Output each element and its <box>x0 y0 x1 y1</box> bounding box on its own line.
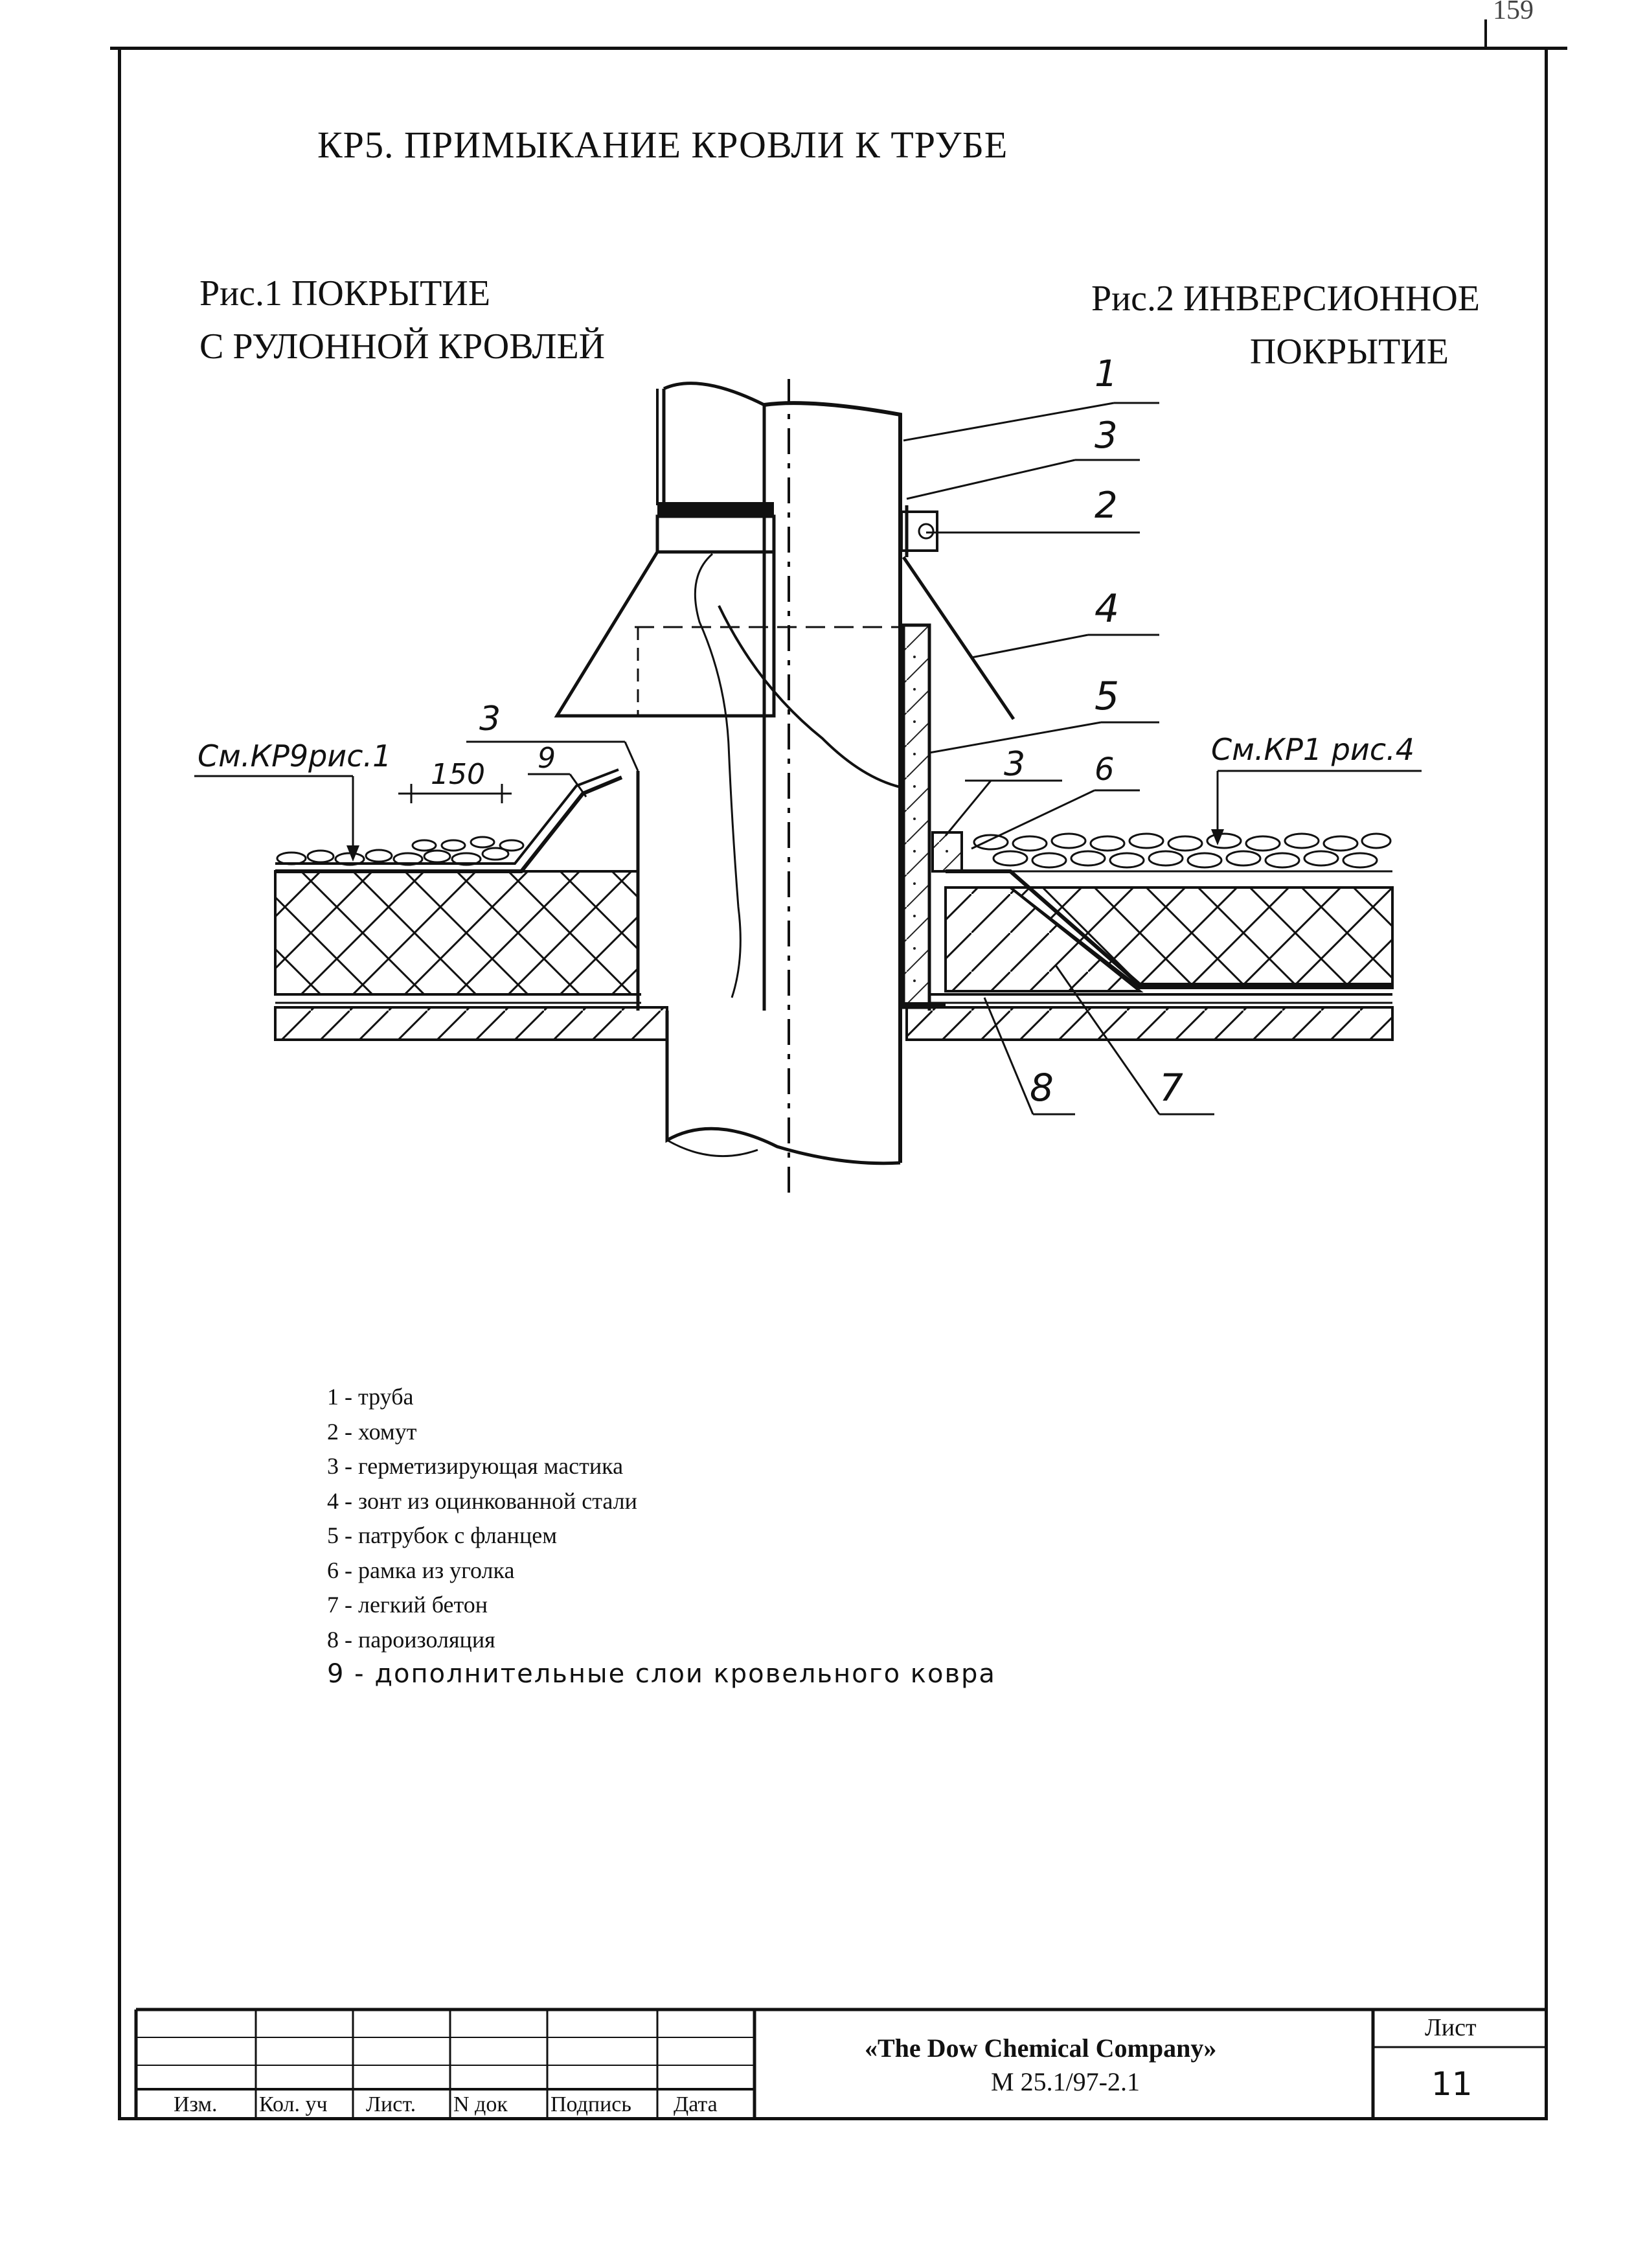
callout-9: 9 <box>538 742 556 775</box>
callout-leaders <box>194 402 1422 1116</box>
col-header-podpis: Подпись <box>550 2092 631 2116</box>
pipe-assembly <box>554 379 1016 1198</box>
page-corner-number: 159 <box>1493 0 1534 21</box>
callout-3-top: 3 <box>1095 415 1118 457</box>
col-header-izm: Изм. <box>174 2092 218 2116</box>
legend-item-5: 5 - патрубок с фланцем <box>327 1522 557 1548</box>
frame-left-border <box>118 47 121 2120</box>
sheet-number: 11 <box>1431 2065 1473 2103</box>
col-header-n-dok: N док <box>453 2092 508 2116</box>
callout-3-right: 3 <box>1004 745 1026 784</box>
reference-left: См.КР9рис.1 <box>198 739 392 773</box>
left-roof-section <box>274 768 668 1041</box>
figure1-title: Рис.1 ПОКРЫТИЕ С РУЛОННОЙ КРОВЛЕЙ <box>199 267 605 373</box>
legend-item-9: 9 - дополнительные слои кровельного ковр… <box>327 1659 996 1689</box>
callout-3-left: 3 <box>479 700 501 739</box>
company-name: «The Dow Chemical Company» <box>865 2033 1217 2063</box>
col-header-list: Лист. <box>366 2092 416 2116</box>
figure1-title-line1: Рис.1 ПОКРЫТИЕ <box>199 273 491 314</box>
legend-item-7: 7 - легкий бетон <box>327 1592 488 1618</box>
col-header-kol-uch: Кол. уч <box>259 2092 328 2116</box>
legend-item-4: 4 - зонт из оцинкованной стали <box>327 1487 637 1514</box>
document-code: М 25.1/97-2.1 <box>991 2067 1140 2096</box>
leader-arrows <box>346 829 1224 862</box>
frame-bottom-border <box>118 2117 1548 2120</box>
dimension-150: 150 <box>431 758 485 791</box>
sheet-label: Лист <box>1425 2014 1477 2041</box>
legend-item-2: 2 - хомут <box>327 1418 417 1445</box>
right-roof-section <box>905 831 1394 1041</box>
legend-item-1: 1 - труба <box>327 1384 414 1410</box>
callout-2: 2 <box>1095 485 1118 527</box>
figure2-title: Рис.2 ИНВЕРСИОННОЕ ПОКРЫТИЕ <box>1027 272 1480 378</box>
callout-4: 4 <box>1095 586 1120 632</box>
corner-tick <box>1484 19 1487 49</box>
sheet-title: КР5. ПРИМЫКАНИЕ КРОВЛИ К ТРУБЕ <box>317 124 1008 166</box>
callout-8: 8 <box>1030 1066 1054 1110</box>
figure1-title-line2: С РУЛОННОЙ КРОВЛЕЙ <box>199 326 606 367</box>
legend-item-3: 3 - герметизирующая мастика <box>327 1453 624 1479</box>
figure2-title-line2: ПОКРЫТИЕ <box>1249 332 1449 372</box>
figure2-title-line1: Рис.2 ИНВЕРСИОННОЕ <box>1091 279 1480 319</box>
callout-5: 5 <box>1095 674 1120 719</box>
frame-right-border <box>1545 47 1548 2120</box>
legend-list: 1 - труба 2 - хомут 3 - герметизирующая … <box>327 1380 996 1692</box>
callout-1: 1 <box>1095 353 1118 395</box>
callout-7: 7 <box>1159 1066 1183 1110</box>
legend-item-6: 6 - рамка из уголка <box>327 1557 515 1583</box>
legend-item-8: 8 - пароизоляция <box>327 1626 495 1653</box>
callout-6: 6 <box>1095 751 1115 788</box>
frame-top-border <box>110 47 1567 50</box>
reference-right: См.КР1 рис.4 <box>1211 732 1415 767</box>
col-header-data: Дата <box>674 2092 718 2116</box>
